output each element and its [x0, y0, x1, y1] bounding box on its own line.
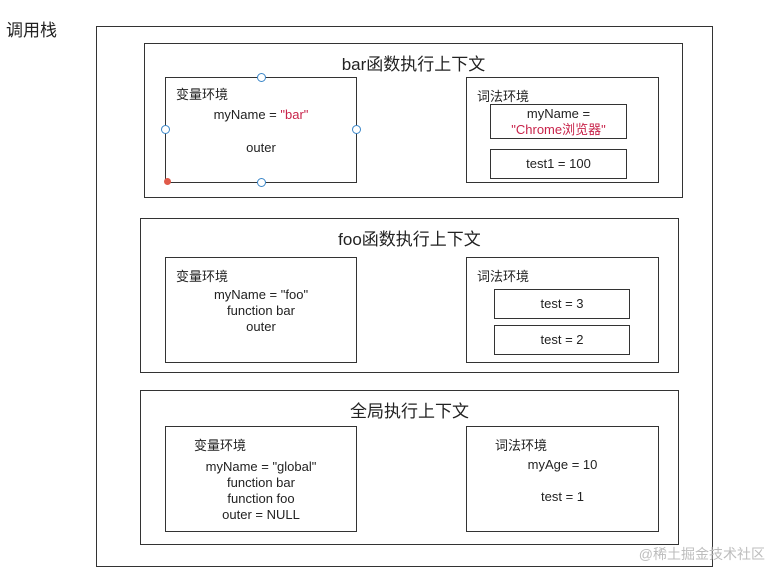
foo-lex-test2-cell: test = 2: [494, 325, 630, 355]
bar-variable-environment[interactable]: 变量环境 myName = "bar" outer: [161, 73, 361, 187]
call-stack-label: 调用栈: [6, 21, 57, 40]
bar-var-myname: myName = "bar": [166, 107, 356, 123]
bar-lexical-environment: 词法环境 myName = "Chrome浏览器" test1 = 100: [466, 77, 659, 183]
global-variable-environment: 变量环境 myName = "global" function bar func…: [165, 426, 357, 532]
global-execution-context: 全局执行上下文 变量环境 myName = "global" function …: [140, 390, 679, 545]
resize-handle-right[interactable]: [352, 125, 361, 134]
bar-lex-myname-cell: myName = "Chrome浏览器": [490, 104, 627, 139]
foo-lex-env-title: 词法环境: [477, 269, 530, 284]
bar-lex-test1-cell: test1 = 100: [490, 149, 627, 179]
bar-lex-myname-value: "Chrome浏览器": [511, 122, 606, 137]
call-stack-frame: bar函数执行上下文 变量环境 myName = "bar" outer 词法环…: [96, 26, 713, 567]
global-var-function-foo: function foo: [227, 491, 295, 506]
global-lex-env-title: 词法环境: [495, 438, 548, 453]
foo-lex-test3-cell: test = 3: [494, 289, 630, 319]
bar-execution-context: bar函数执行上下文 变量环境 myName = "bar" outer 词法环…: [144, 43, 683, 198]
foo-var-outer: outer: [246, 319, 276, 334]
global-lexical-environment: 词法环境 myAge = 10 test = 1: [466, 426, 659, 532]
global-context-title: 全局执行上下文: [350, 402, 469, 421]
foo-lexical-environment: 词法环境 test = 3 test = 2: [466, 257, 659, 363]
foo-var-function-bar: function bar: [227, 303, 295, 318]
foo-var-myname: myName = "foo": [213, 287, 309, 302]
bar-var-env-title: 变量环境: [176, 87, 229, 102]
foo-context-title: foo函数执行上下文: [338, 230, 481, 249]
foo-execution-context: foo函数执行上下文 变量环境 myName = "foo" function …: [140, 218, 679, 373]
foo-variable-environment: 变量环境 myName = "foo" function bar outer: [165, 257, 357, 363]
resize-handle-left[interactable]: [161, 125, 170, 134]
global-lex-test: test = 1: [541, 489, 584, 504]
global-var-outer: outer = NULL: [222, 507, 300, 522]
global-var-env-title: 变量环境: [194, 438, 247, 453]
anchor-dot[interactable]: [164, 178, 171, 185]
resize-handle-bottom[interactable]: [257, 178, 266, 187]
bar-var-myname-key: myName =: [213, 107, 281, 122]
foo-var-env-title: 变量环境: [176, 269, 229, 284]
bar-var-myname-value: "bar": [280, 107, 309, 122]
bar-lex-myname-key: myName =: [526, 106, 591, 121]
resize-handle-top[interactable]: [257, 73, 266, 82]
watermark: @稀土掘金技术社区: [638, 546, 765, 562]
global-var-myname: myName = "global": [205, 459, 317, 474]
global-var-function-bar: function bar: [227, 475, 295, 490]
bar-lex-env-title: 词法环境: [477, 89, 530, 104]
global-lex-myage: myAge = 10: [527, 457, 598, 472]
bar-var-outer: outer: [246, 140, 276, 155]
bar-context-title: bar函数执行上下文: [341, 55, 486, 74]
